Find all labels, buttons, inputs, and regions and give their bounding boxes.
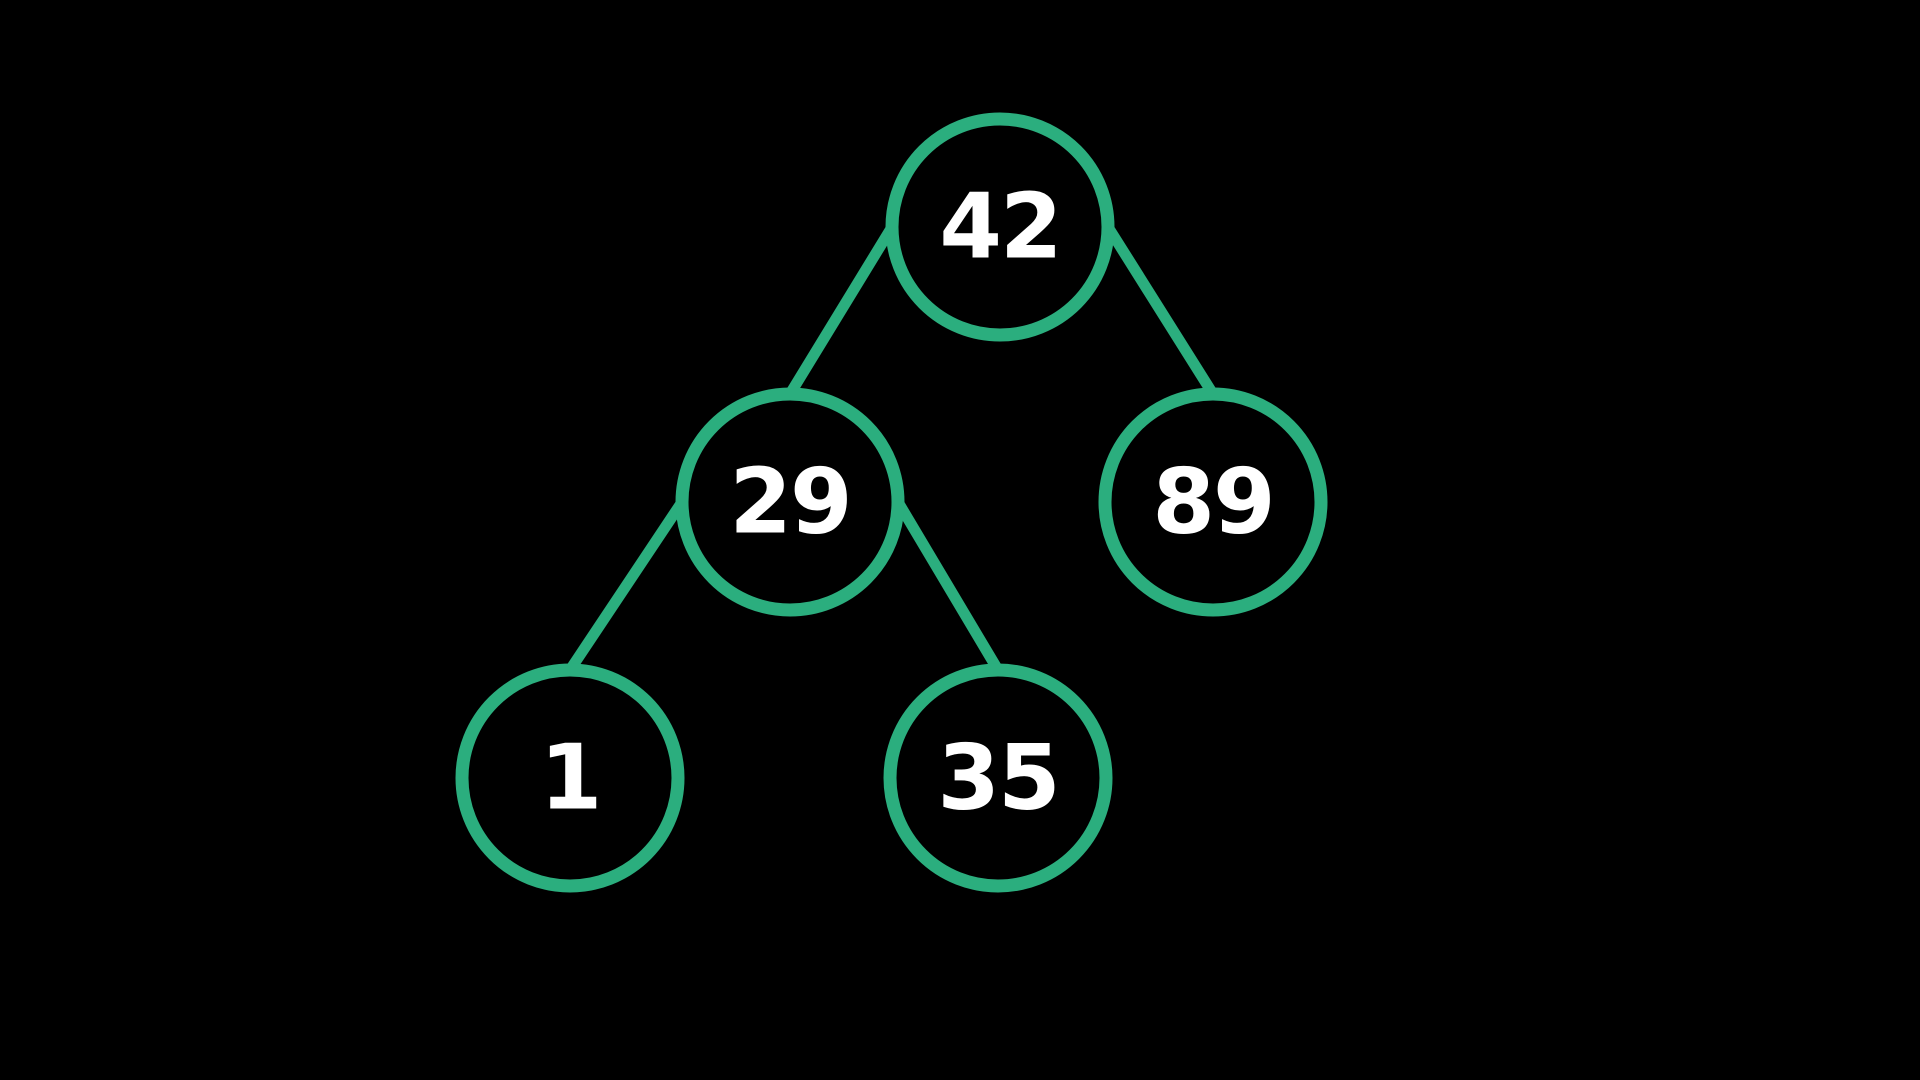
tree-node-35: 35	[883, 663, 1113, 893]
tree-node-label-42: 42	[939, 175, 1060, 280]
tree-edge-42-29	[784, 221, 898, 400]
tree-edges	[564, 221, 1219, 676]
tree-nodes: 42 29 89 1 35	[455, 112, 1328, 893]
tree-node-circle-29	[675, 387, 905, 617]
tree-node-29: 29	[675, 387, 905, 617]
tree-node-circle-35	[883, 663, 1113, 893]
tree-node-circle-89	[1098, 387, 1328, 617]
tree-node-42: 42	[885, 112, 1115, 342]
tree-node-circle-1	[455, 663, 685, 893]
tree-node-1: 1	[455, 663, 685, 893]
tree-node-89: 89	[1098, 387, 1328, 617]
tree-node-label-29: 29	[729, 450, 850, 555]
tree-edge-29-35	[892, 496, 1004, 676]
tree-node-circle-42	[885, 112, 1115, 342]
tree-node-label-1: 1	[540, 726, 601, 831]
tree-edge-42-89	[1102, 221, 1219, 400]
tree-node-label-35: 35	[937, 726, 1058, 831]
tree-node-label-89: 89	[1152, 450, 1273, 555]
tree-edge-29-1	[564, 496, 688, 676]
